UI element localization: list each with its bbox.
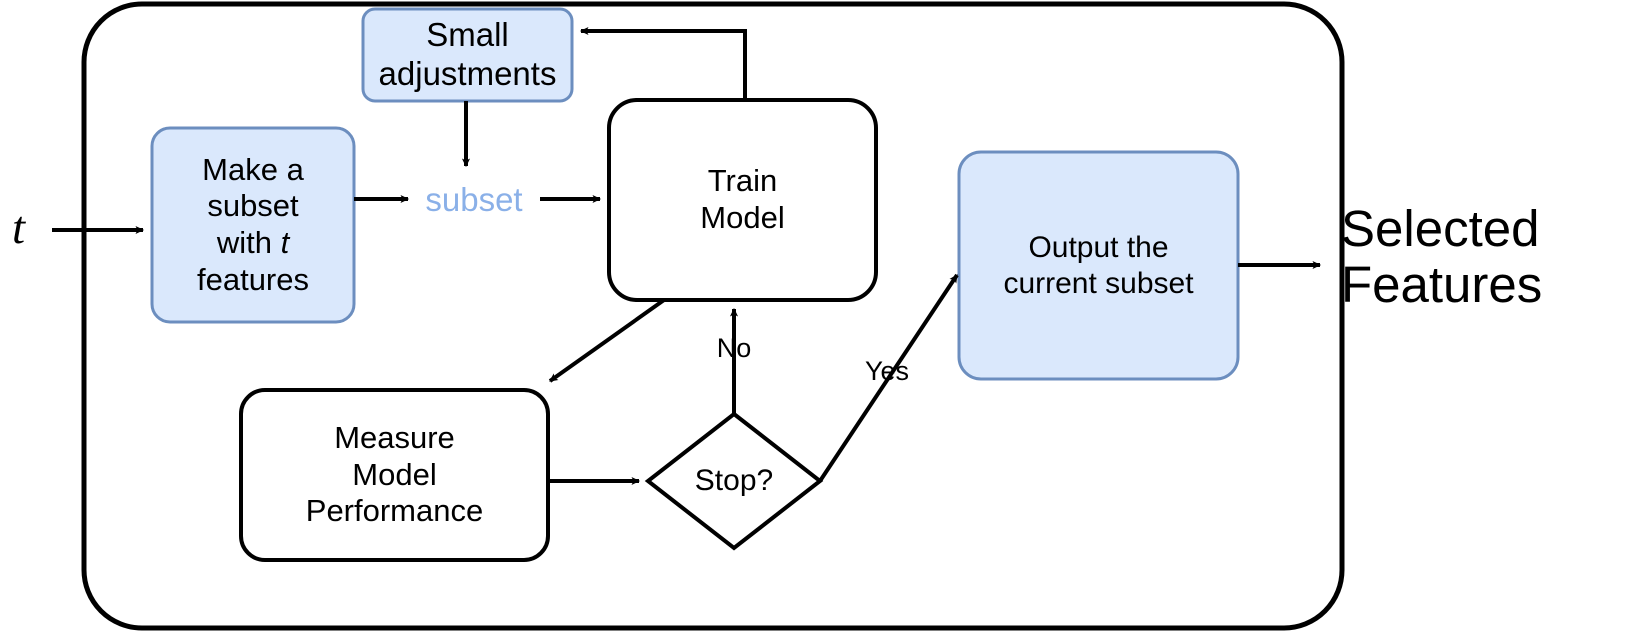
io-label-input-t: t	[12, 202, 26, 254]
node-make-subset[interactable]	[150, 126, 356, 324]
node-output-subset[interactable]	[957, 150, 1240, 381]
process-boundary	[81, 1, 1345, 631]
io-label-selected-features: Selected Features	[1341, 200, 1543, 314]
edge-stop-decision-yes-to-output-subset	[818, 273, 959, 483]
edge-train-model-to-small-adjustments	[579, 26, 747, 100]
edge-train-model-to-measure-performance	[548, 298, 666, 383]
edge-label-subset: subset	[425, 181, 523, 218]
node-stop-decision[interactable]	[644, 411, 824, 551]
node-measure-performance[interactable]	[239, 388, 550, 562]
node-train-model[interactable]	[607, 98, 878, 302]
edge-label-no: No	[716, 333, 752, 363]
node-small-adjustments[interactable]	[361, 7, 574, 103]
edge-label-yes: Yes	[864, 356, 910, 386]
